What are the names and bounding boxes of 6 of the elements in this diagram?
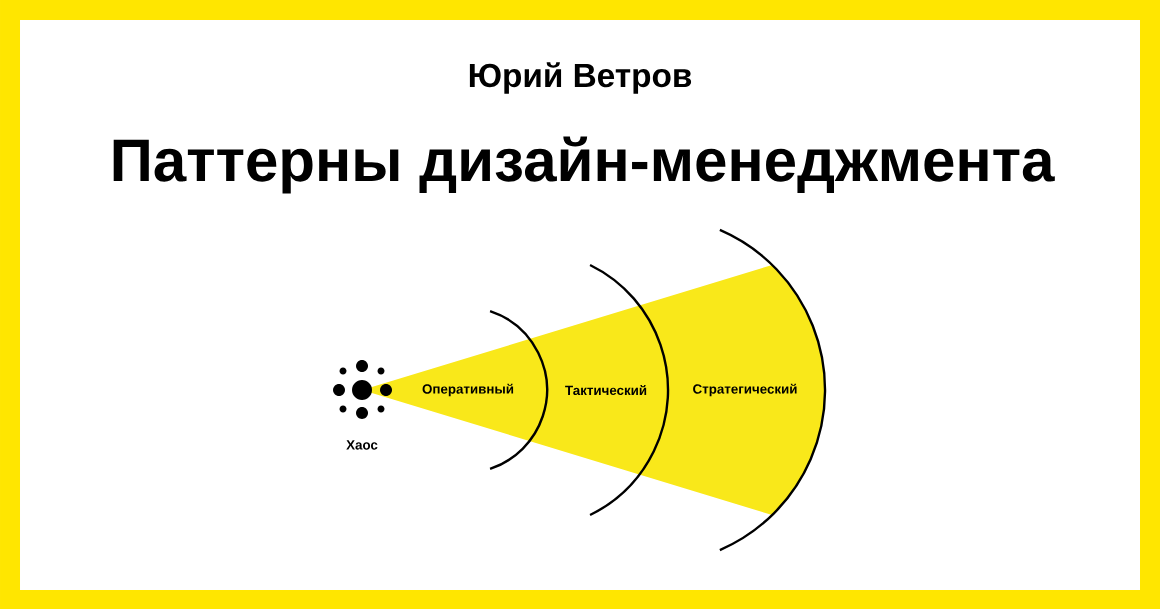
chaos-label: Хаос bbox=[346, 440, 378, 450]
title: Паттерны дизайн-менеджмента bbox=[113, 136, 1055, 194]
stage-label: Стратегический bbox=[693, 383, 797, 397]
author-name: Юрий Ветров bbox=[469, 62, 692, 94]
stage-label: Оперативный bbox=[422, 383, 514, 397]
stage-label: Тактический bbox=[565, 384, 647, 395]
